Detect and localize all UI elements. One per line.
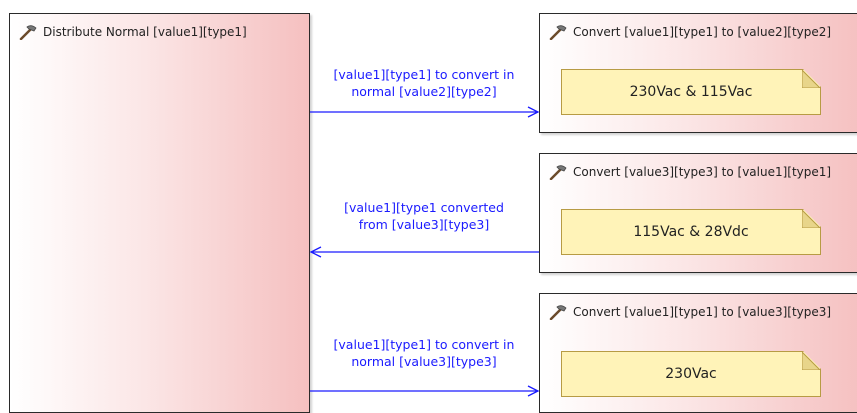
hammer-icon: [549, 165, 567, 180]
flow-label-top: [value1][type1] to convert in normal [va…: [318, 66, 530, 100]
flow-label-bottom-line2: normal [value3][type3]: [351, 354, 497, 369]
convert-block-middle[interactable]: Convert [value3][type3] to [value1][type…: [539, 153, 857, 273]
convert-block-top-title: Convert [value1][type1] to [value2][type…: [573, 25, 832, 39]
note-middle-text: 115Vac & 28Vdc: [633, 224, 749, 240]
hammer-icon: [549, 305, 567, 320]
flow-label-middle-line2: from [value3][type3]: [358, 217, 490, 232]
distribute-block[interactable]: Distribute Normal [value1][type1]: [9, 13, 310, 413]
flow-label-bottom-line1: [value1][type1] to convert in: [333, 337, 515, 352]
hammer-icon: [19, 25, 37, 40]
note-middle[interactable]: 115Vac & 28Vdc: [561, 209, 821, 255]
note-bottom-text: 230Vac: [665, 366, 717, 382]
convert-block-bottom[interactable]: Convert [value1][type1] to [value3][type…: [539, 293, 857, 413]
distribute-block-header: Distribute Normal [value1][type1]: [18, 24, 247, 40]
note-top[interactable]: 230Vac & 115Vac: [561, 69, 821, 115]
flow-label-middle: [value1][type1 converted from [value3][t…: [318, 199, 530, 233]
note-fold-icon: [802, 70, 820, 88]
note-bottom[interactable]: 230Vac: [561, 351, 821, 397]
flow-label-middle-line1: [value1][type1 converted: [344, 200, 504, 215]
convert-block-top[interactable]: Convert [value1][type1] to [value2][type…: [539, 13, 857, 133]
note-fold-icon: [802, 352, 820, 370]
convert-block-top-header: Convert [value1][type1] to [value2][type…: [548, 24, 831, 40]
flow-label-top-line1: [value1][type1] to convert in: [333, 67, 515, 82]
convert-block-middle-title: Convert [value3][type3] to [value1][type…: [573, 165, 832, 179]
hammer-icon: [549, 25, 567, 40]
flow-arrow-bottom[interactable]: [310, 385, 540, 397]
flow-arrow-top[interactable]: [310, 106, 540, 118]
flow-label-bottom: [value1][type1] to convert in normal [va…: [318, 336, 530, 370]
note-top-text: 230Vac & 115Vac: [629, 84, 753, 100]
note-fold-icon: [802, 210, 820, 228]
distribute-block-title: Distribute Normal [value1][type1]: [43, 25, 247, 39]
convert-block-middle-header: Convert [value3][type3] to [value1][type…: [548, 164, 831, 180]
flow-arrow-middle[interactable]: [309, 246, 539, 258]
convert-block-bottom-header: Convert [value1][type1] to [value3][type…: [548, 304, 831, 320]
flow-label-top-line2: normal [value2][type2]: [351, 84, 497, 99]
convert-block-bottom-title: Convert [value1][type1] to [value3][type…: [573, 305, 832, 319]
